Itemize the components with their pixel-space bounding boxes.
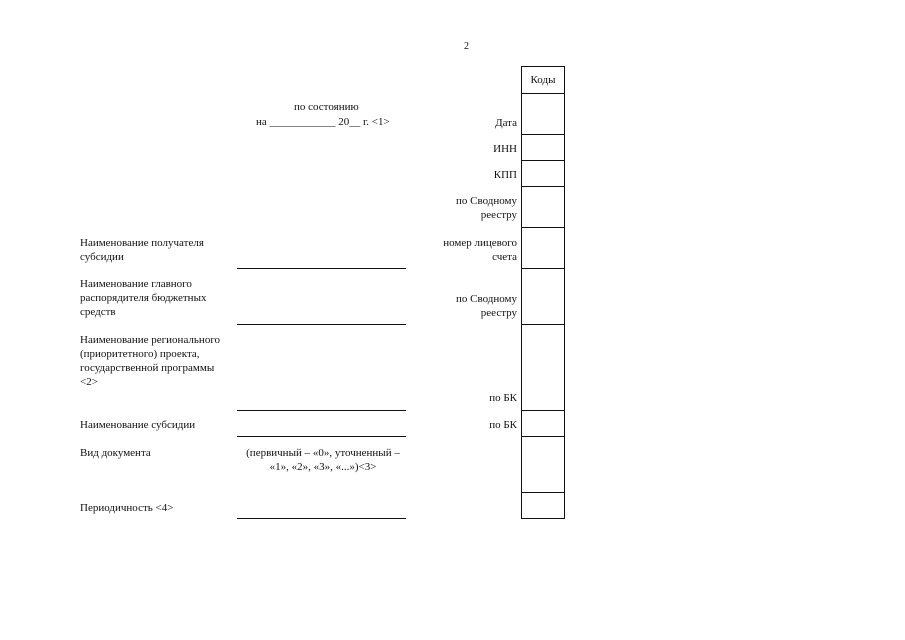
report-date-line: на ____________ 20__ г. <1> <box>256 116 390 128</box>
code-cell-bk-1[interactable] <box>522 325 564 411</box>
codes-header: Коды <box>522 67 564 94</box>
inn-label: ИНН <box>493 143 517 155</box>
code-cell-periodicity[interactable] <box>522 493 564 519</box>
page-number: 2 <box>464 41 469 52</box>
svod-reestr-label-2: по Сводному реестру <box>455 293 517 319</box>
subsidy-field[interactable] <box>237 436 406 437</box>
chief-manager-label: Наименование главного распорядителя бюдж… <box>80 278 207 318</box>
doc-type-values: (первичный – «0», уточненный – «1», «2»,… <box>246 447 400 473</box>
subsidy-label: Наименование субсидии <box>80 419 196 431</box>
project-field[interactable] <box>237 410 406 411</box>
bk-label-1: по БК <box>489 392 517 404</box>
periodicity-field[interactable] <box>237 518 406 519</box>
kpp-label: КПП <box>493 169 517 181</box>
account-number-label: номер лицевого счета <box>443 237 517 263</box>
code-cell-inn[interactable] <box>522 135 564 161</box>
code-cell-doc-type[interactable] <box>522 437 564 493</box>
code-cell-kpp[interactable] <box>522 161 564 187</box>
code-cell-account-number[interactable] <box>522 228 564 269</box>
report-date-caption: по состоянию <box>294 101 359 113</box>
recipient-field[interactable] <box>237 268 406 269</box>
code-cell-svod-reestr-2[interactable] <box>522 269 564 325</box>
svod-reestr-label-1: по Сводному реестру <box>455 195 517 221</box>
periodicity-label: Периодичность <4> <box>80 502 174 514</box>
code-cell-date[interactable] <box>522 94 564 135</box>
doc-type-label: Вид документа <box>80 447 151 459</box>
code-cell-svod-reestr-1[interactable] <box>522 187 564 228</box>
bk-label-2: по БК <box>489 419 517 431</box>
chief-manager-field[interactable] <box>237 324 406 325</box>
date-label: Дата <box>495 117 517 129</box>
project-label: Наименование регионального (приоритетног… <box>80 334 221 388</box>
code-cell-bk-2[interactable] <box>522 411 564 437</box>
recipient-label: Наименование получателя субсидии <box>80 237 204 263</box>
codes-column: Коды <box>521 66 565 519</box>
